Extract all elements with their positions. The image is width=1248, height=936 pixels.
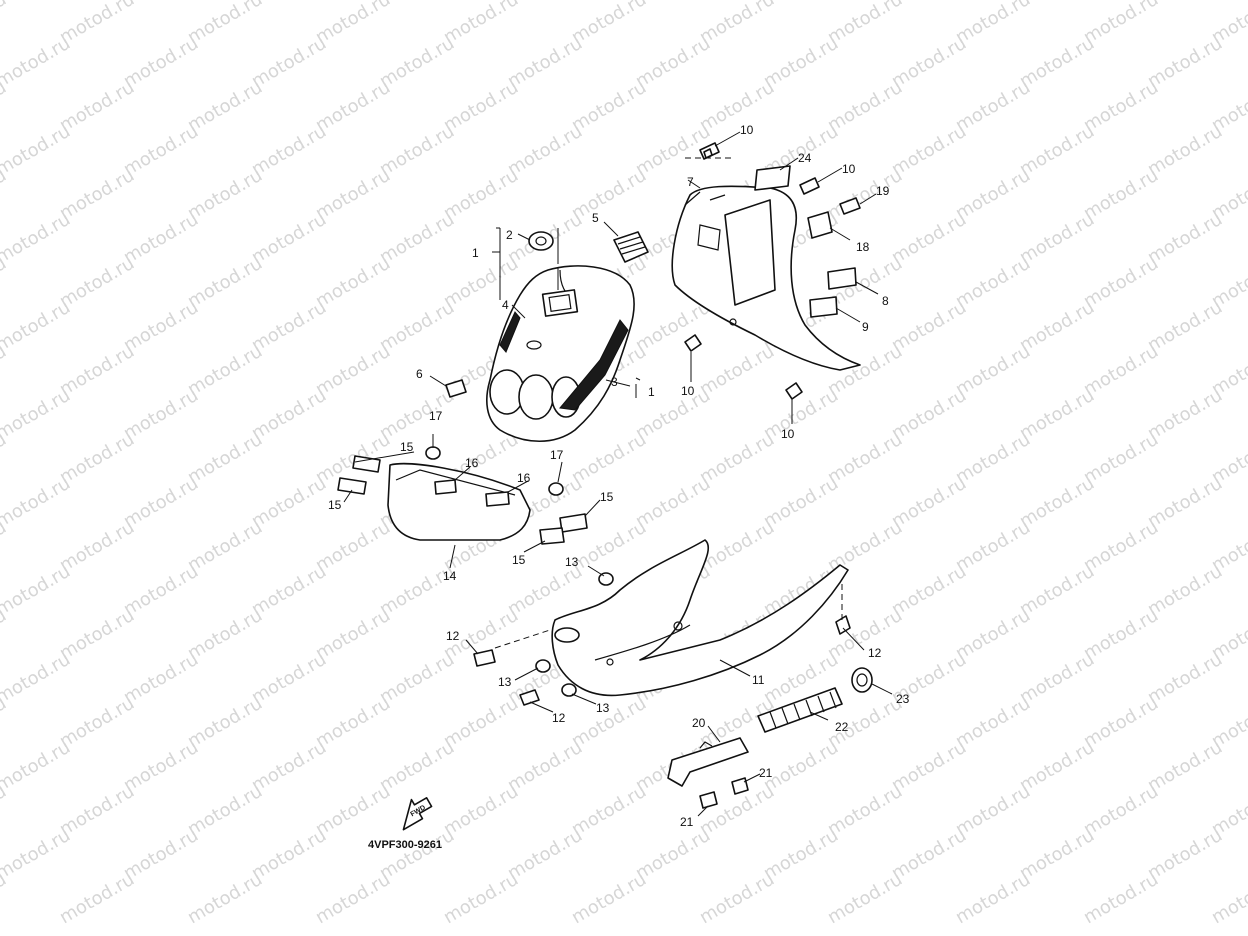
- inner-panel-part-7: [671, 185, 861, 371]
- callout-17-b: 17: [550, 448, 564, 462]
- callout-5: 5: [592, 211, 599, 225]
- front-cover-part: [486, 265, 635, 443]
- callout-12-c: 12: [552, 711, 566, 725]
- clip-part-18: [807, 211, 833, 239]
- callout-7: 7: [687, 175, 694, 189]
- callout-15-b: 15: [328, 498, 342, 512]
- callout-3: 3: [611, 375, 618, 389]
- callout-20: 20: [692, 716, 706, 730]
- callout-1-a: 1: [472, 246, 479, 260]
- nut-part-13-top: [598, 572, 614, 586]
- screw-part-10-right: [785, 382, 803, 400]
- callout-13-b: 13: [498, 675, 512, 689]
- bolt-part-15-c: [559, 513, 588, 533]
- grommet-part-2: [528, 231, 554, 251]
- callout-labels: 1 1 2 3 4 5 6 7 8 9 10 10 10 10 11 12 12…: [328, 123, 910, 829]
- callout-11: 11: [752, 673, 765, 687]
- callout-6: 6: [416, 367, 423, 381]
- callout-10-d: 10: [781, 427, 795, 441]
- callout-8: 8: [882, 294, 889, 308]
- screw-part-12-left: [473, 649, 496, 667]
- callout-14: 14: [443, 569, 457, 583]
- callout-12-a: 12: [446, 629, 460, 643]
- callout-21-a: 21: [759, 766, 773, 780]
- bolt-part-16-b: [485, 491, 510, 507]
- callout-24: 24: [798, 151, 812, 165]
- diagram-code: 4VPF300-9261: [368, 839, 442, 851]
- callout-4: 4: [502, 298, 509, 312]
- nut-part-17-a: [425, 446, 441, 460]
- callout-16-b: 16: [517, 471, 531, 485]
- callout-23: 23: [896, 692, 910, 706]
- sticker-part-24: [754, 165, 791, 191]
- nut-part-13-mid: [535, 659, 551, 673]
- screw-part-10-mid: [799, 177, 820, 195]
- callout-2: 2: [506, 228, 513, 242]
- screw-part-10-top: [699, 142, 720, 160]
- screw-part-6: [445, 379, 467, 398]
- fwd-direction-arrow: FWD: [402, 797, 433, 831]
- screw-part-12-lower: [519, 689, 540, 706]
- bracket-part-14: [387, 462, 531, 541]
- nut-part-13-low: [561, 683, 577, 697]
- callout-10-a: 10: [740, 123, 754, 137]
- callout-15-d: 15: [512, 553, 526, 567]
- nut-part-17-b: [548, 482, 564, 496]
- callout-10-b: 10: [842, 162, 856, 176]
- callout-10-c: 10: [681, 384, 695, 398]
- pad-part-8: [827, 267, 857, 290]
- callout-22: 22: [835, 720, 849, 734]
- callout-17-a: 17: [429, 409, 443, 423]
- bolt-part-15-d: [539, 527, 565, 545]
- grille-part-5: [613, 231, 649, 263]
- callout-1-b: 1: [648, 385, 655, 399]
- screw-part-12-right: [835, 615, 851, 635]
- callout-15-c: 15: [600, 490, 614, 504]
- callout-15-a: 15: [400, 440, 414, 454]
- clamp-part-23: [851, 667, 873, 693]
- callout-13-a: 13: [565, 555, 579, 569]
- callout-21-b: 21: [680, 815, 694, 829]
- bolt-part-16-a: [434, 479, 457, 495]
- hose-part-22: [757, 687, 843, 733]
- leader-lines: [343, 131, 893, 817]
- screw-part-21-b: [699, 791, 718, 809]
- callout-12-b: 12: [868, 646, 882, 660]
- callout-19: 19: [876, 184, 890, 198]
- bracket-part-20: [667, 737, 749, 787]
- screw-part-10-left: [684, 334, 702, 352]
- bolt-part-15-b: [337, 477, 367, 495]
- bolt-part-15-a: [352, 455, 381, 473]
- screw-part-21-a: [731, 777, 749, 795]
- pad-part-9: [809, 296, 838, 318]
- callout-16-a: 16: [465, 456, 479, 470]
- callout-18: 18: [856, 240, 870, 254]
- callout-13-c: 13: [596, 701, 610, 715]
- callout-9: 9: [862, 320, 869, 334]
- floor-board-part-11: [551, 539, 849, 697]
- screw-part-19: [839, 197, 861, 215]
